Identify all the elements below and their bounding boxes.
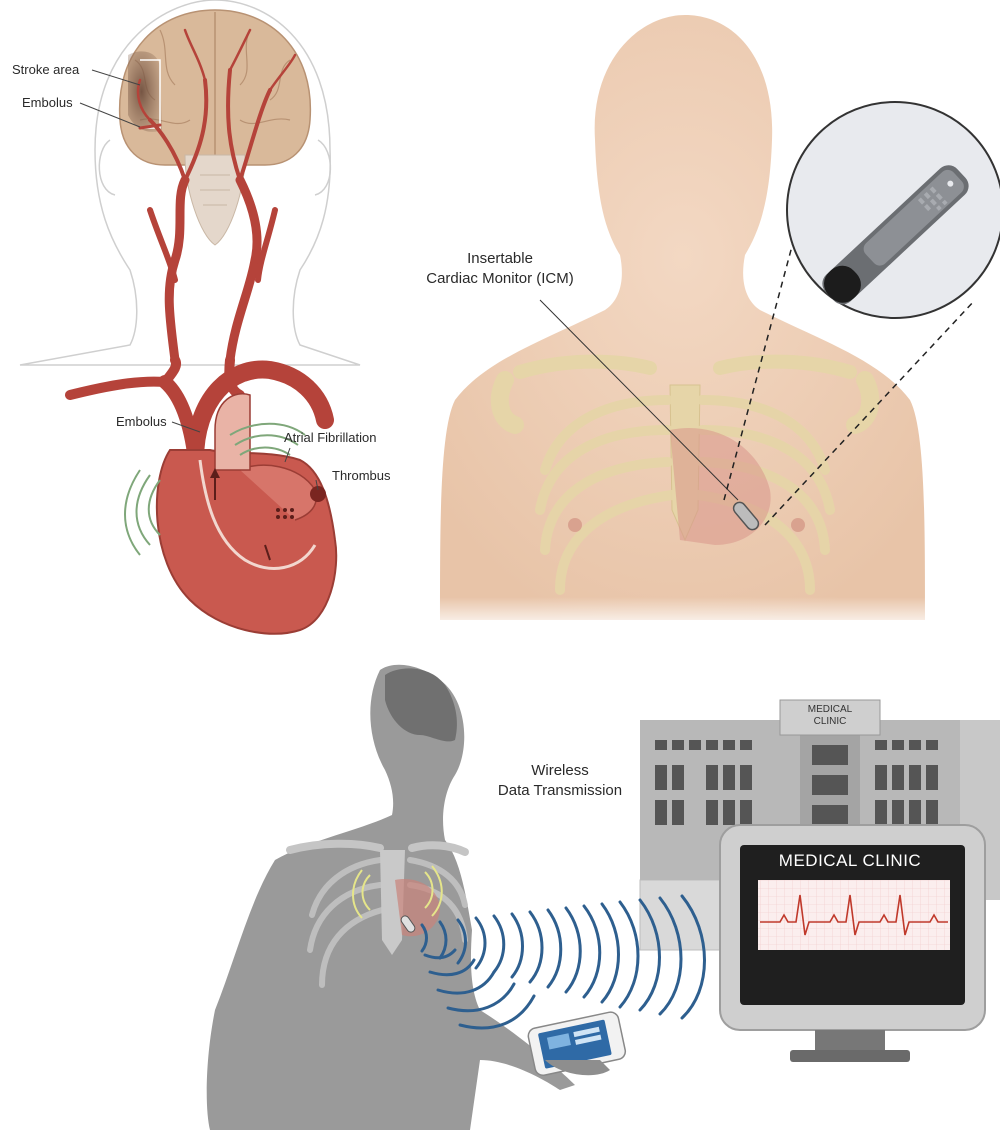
label-embolus-aorta: Embolus <box>116 414 167 429</box>
label-icm-line1: Insertable <box>400 250 600 267</box>
clinic-sign-line1: MEDICAL <box>790 704 870 716</box>
person <box>207 665 627 1130</box>
label-stroke-area: Stroke area <box>12 62 79 77</box>
label-thrombus: Thrombus <box>332 468 391 483</box>
monitor-title: MEDICAL CLINIC <box>750 851 950 871</box>
clinic-sign: MEDICAL CLINIC <box>790 704 870 728</box>
torso-icm <box>430 15 1000 630</box>
label-wireless-line2: Data Transmission <box>485 782 635 799</box>
label-wireless-line1: Wireless <box>485 762 635 779</box>
clinic-sign-line2: CLINIC <box>790 716 870 728</box>
stroke-area-shading <box>128 51 162 132</box>
icm-zoom-circle <box>787 102 1000 318</box>
label-icm-line2: Cardiac Monitor (ICM) <box>400 270 600 287</box>
label-embolus-brain: Embolus <box>22 95 73 110</box>
label-atrial-fibrillation: Atrial Fibrillation <box>284 430 376 445</box>
